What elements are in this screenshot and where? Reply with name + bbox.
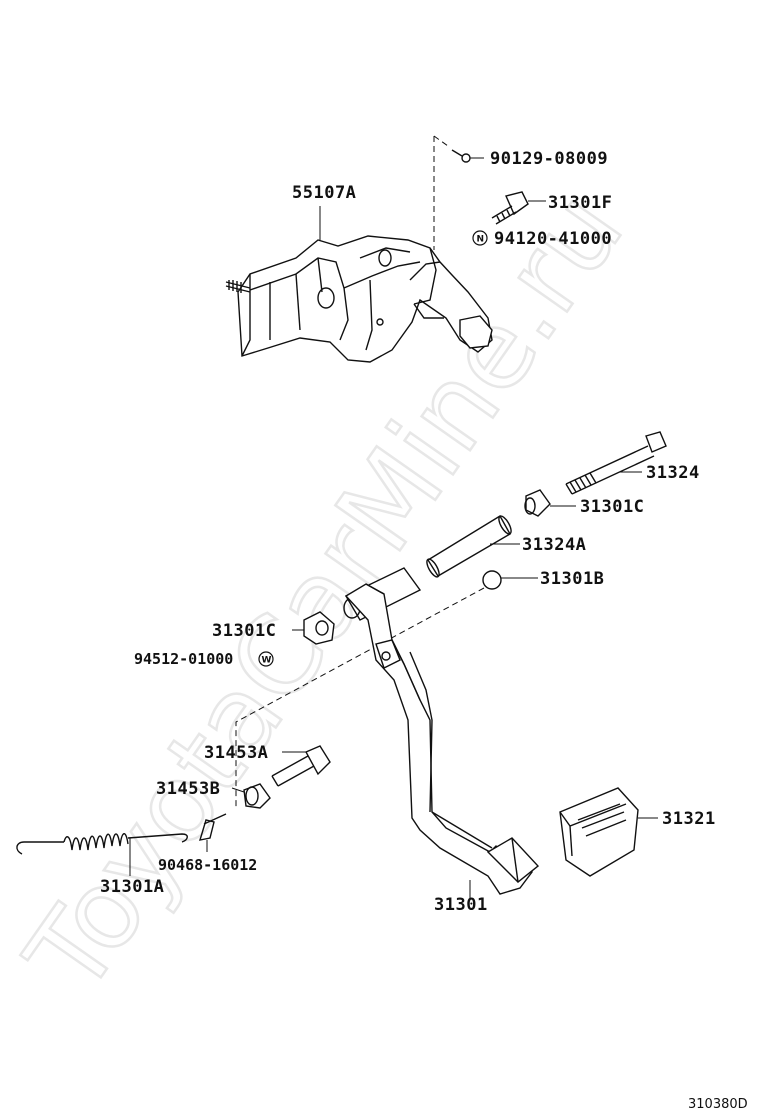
screw-90129-08009	[451, 149, 484, 163]
label-90129-08009: 90129-08009	[490, 149, 608, 169]
pin-31453A	[271, 745, 331, 787]
label-94512-01000: 94512-01000	[134, 650, 233, 668]
brake-pedal-31301	[343, 567, 540, 900]
diagram-code: 310380D	[688, 1097, 748, 1112]
svg-text:W: W	[262, 656, 272, 666]
nut-symbol-n: N	[472, 230, 488, 246]
label-31324: 31324	[646, 463, 700, 483]
bushing-31301C-right	[524, 489, 576, 517]
label-31301C-right: 31301C	[580, 497, 644, 517]
label-31301F: 31301F	[548, 193, 612, 213]
label-90468-16012: 90468-16012	[158, 856, 257, 874]
pin-31324	[565, 431, 667, 495]
label-31301A: 31301A	[100, 877, 164, 897]
svg-text:N: N	[477, 235, 485, 245]
washer-symbol-w: W	[258, 651, 274, 667]
label-31301: 31301	[434, 895, 488, 915]
label-31321: 31321	[662, 809, 716, 829]
label-31301B: 31301B	[540, 569, 604, 589]
bushing-31301B	[235, 570, 538, 808]
return-spring-31301A	[16, 833, 188, 876]
label-94120-41000: 94120-41000	[494, 229, 612, 249]
bolt-31301F	[491, 191, 546, 225]
collar-31324A	[426, 515, 520, 578]
bushing-31453B	[231, 783, 271, 809]
label-31453A: 31453A	[204, 743, 268, 763]
pedal-support-bracket	[225, 135, 493, 363]
label-31324A: 31324A	[522, 535, 586, 555]
clip-90468-16012	[198, 813, 227, 852]
label-31453B: 31453B	[156, 779, 220, 799]
label-31301C-left: 31301C	[212, 621, 276, 641]
pedal-pad-31321	[559, 787, 658, 877]
bushing-31301C-left	[292, 611, 335, 645]
label-55107A: 55107A	[292, 183, 356, 203]
